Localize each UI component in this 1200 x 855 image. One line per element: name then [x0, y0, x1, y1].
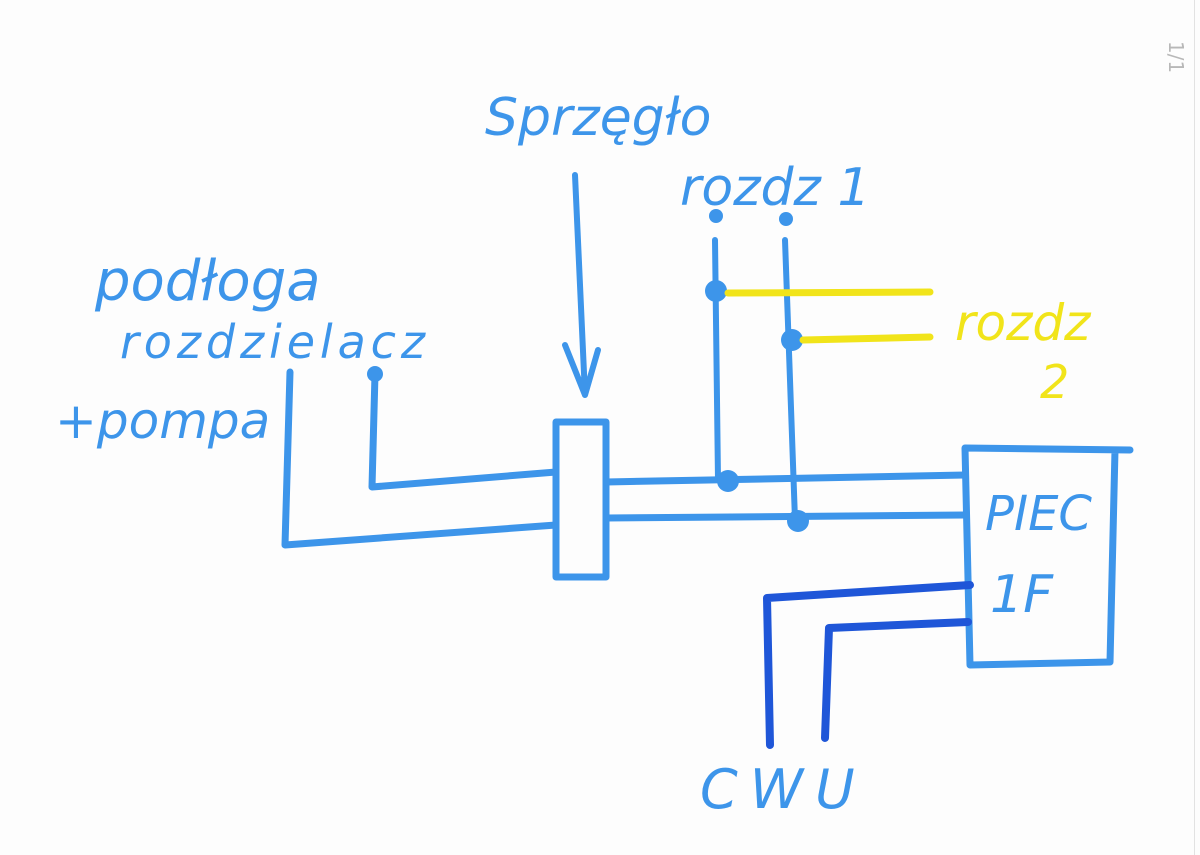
- manifold1-pipe-a: [712, 237, 721, 483]
- manifold2-label-line1: rozdz: [955, 294, 1092, 352]
- hot-water-pipe-a: [763, 581, 974, 749]
- boiler-label-line2: 1F: [990, 565, 1054, 625]
- main-pipe-supply: [602, 471, 969, 486]
- boiler-box: [961, 444, 1134, 669]
- manifold1-label: rozdz 1: [680, 158, 870, 218]
- floor-label-line1: podłoga: [94, 249, 321, 314]
- page-edge: [1194, 0, 1195, 855]
- manifold2-pipe-b: [799, 333, 934, 344]
- floor-label-line2: rozdzielacz: [120, 315, 426, 369]
- coupler-box: [552, 418, 610, 581]
- coupler-arrow: [562, 172, 601, 398]
- floor-pipe-return: [281, 368, 560, 549]
- main-pipe-return: [602, 511, 969, 522]
- boiler-label-line1: PIEC: [985, 486, 1092, 542]
- floor-pipe-dot: [367, 366, 383, 382]
- manifold2-pipe-a: [724, 288, 934, 297]
- coupler-label: Sprzęgło: [485, 88, 711, 148]
- junction-dots: [705, 209, 809, 532]
- hot-water-pipe-b: [821, 618, 972, 742]
- floor-label-line3: +pompa: [55, 392, 270, 450]
- floor-pipe-supply: [368, 370, 560, 491]
- manifold1-pipe-b: [782, 237, 798, 523]
- manifold2-label-line2: 2: [1040, 355, 1069, 409]
- hot-water-label: CWU: [700, 758, 867, 821]
